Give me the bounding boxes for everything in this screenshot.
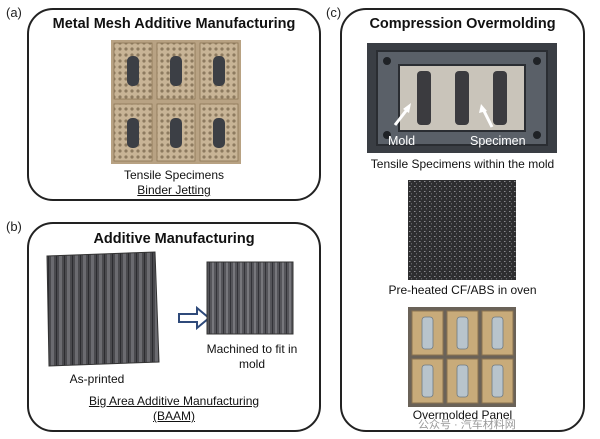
cf-abs-pellets-image bbox=[408, 180, 516, 280]
mold-photo-image bbox=[367, 43, 557, 153]
machined-block-image bbox=[206, 261, 294, 335]
panel-c-caption2: Pre-heated CF/ABS in oven bbox=[388, 283, 537, 297]
overmolded-panel-image bbox=[408, 307, 516, 407]
panel-c-title: Compression Overmolding bbox=[369, 16, 556, 32]
mold-label: Mold bbox=[388, 134, 416, 148]
panel-a: Metal Mesh Additive Manufacturing Tensi bbox=[27, 8, 321, 201]
panel-a-label: (a) bbox=[6, 5, 22, 20]
panel-c-caption1: Tensile Specimens within the mold bbox=[370, 157, 555, 171]
panel-b-label: (b) bbox=[6, 219, 22, 234]
panel-b-title: Additive Manufacturing bbox=[93, 231, 255, 247]
panel-c: Compression Overmolding Mold Specimen Te… bbox=[340, 8, 585, 432]
as-printed-block-image bbox=[46, 251, 160, 367]
panel-c-caption3: Overmolded Panel bbox=[412, 408, 513, 422]
machined-caption-line2: mold bbox=[238, 357, 265, 371]
machined-caption-line1: Machined to fit in bbox=[206, 342, 298, 356]
as-printed-caption: As-printed bbox=[69, 372, 125, 386]
panel-a-caption: Tensile Specimens bbox=[123, 168, 225, 182]
panel-a-process: Binder Jetting bbox=[137, 183, 211, 197]
watermark-text: 公众号 · 汽车材料网 bbox=[418, 419, 516, 431]
panel-c-label: (c) bbox=[326, 5, 342, 20]
metal-mesh-specimens-image bbox=[111, 40, 241, 164]
specimen-label: Specimen bbox=[470, 134, 526, 148]
panel-b-process-line1: Big Area Additive Manufacturing bbox=[88, 394, 260, 408]
panel-b: Additive Manufacturing As-printed Machin… bbox=[27, 222, 321, 432]
arrow-right-icon bbox=[178, 306, 211, 330]
panel-a-title: Metal Mesh Additive Manufacturing bbox=[52, 16, 296, 32]
panel-b-process-line2: (BAAM) bbox=[153, 409, 195, 423]
